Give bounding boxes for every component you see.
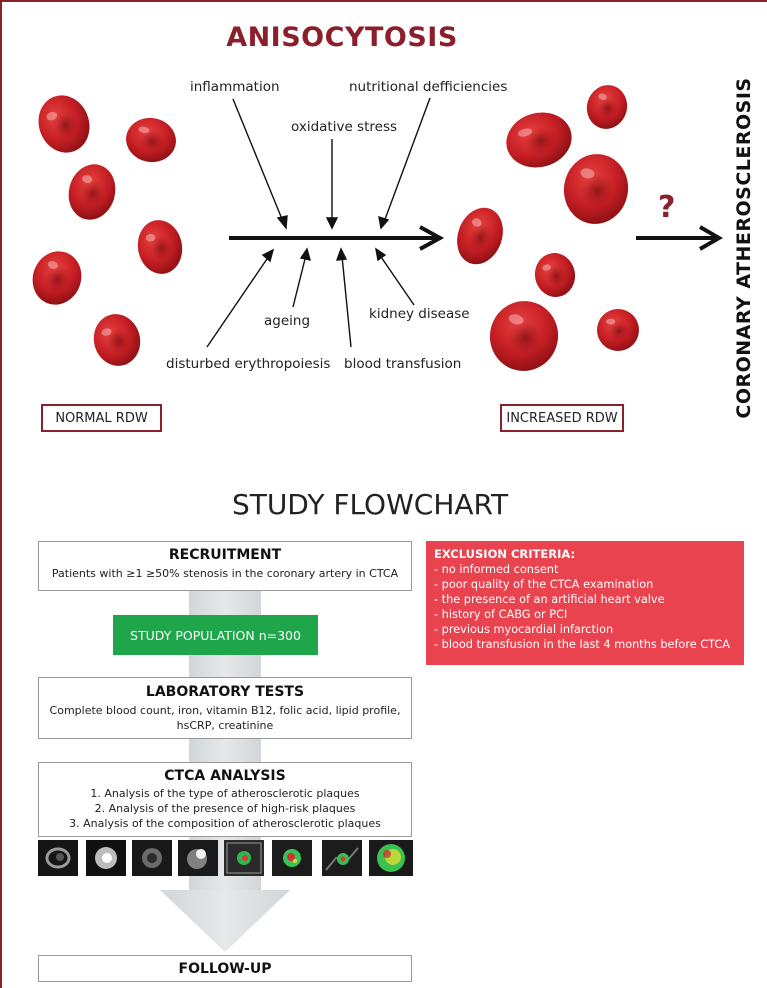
ct-scan-image [369, 840, 413, 876]
factor-ageing: ageing [264, 313, 311, 329]
ct-scan-image [322, 840, 362, 876]
ct-scan-image [224, 840, 264, 876]
outcome-arrow [636, 225, 723, 251]
recruitment-heading: RECRUITMENT [168, 547, 282, 563]
exclusion-criteria-heading: EXCLUSION CRITERIA: [434, 547, 576, 561]
study-flowchart-title: STUDY FLOWCHART [231, 488, 509, 521]
ctca-item-2: 2. Analysis of the presence of high-risk… [94, 802, 356, 815]
exclusion-item: - history of CABG or PCI [434, 608, 568, 621]
exclusion-item: - no informed consent [434, 563, 559, 576]
red-blood-cell [137, 220, 183, 274]
factor-disturbed-erythropoiesis: disturbed erythropoiesis [166, 356, 331, 372]
arrow-nutritional [383, 97, 431, 223]
factor-inflammation: inflammation [190, 79, 280, 95]
red-blood-cells [32, 85, 639, 371]
study-population-box: STUDY POPULATION n=300 [113, 615, 318, 655]
arrow-kidney-disease [378, 253, 415, 306]
ct-scan-image [132, 840, 172, 876]
exclusion-item: - poor quality of the CTCA examination [434, 578, 654, 591]
ct-scan-image [38, 840, 78, 876]
factor-oxidative-stress: oxidative stress [291, 119, 398, 135]
normal-rdw-label: NORMAL RDW [41, 404, 162, 432]
red-blood-cell [489, 301, 559, 371]
main-arrow [229, 225, 445, 251]
exclusion-item: - blood transfusion in the last 4 months… [434, 638, 731, 651]
exclusion-criteria-list: - no informed consent - poor quality of … [434, 562, 736, 652]
factor-kidney-disease: kidney disease [369, 306, 470, 322]
ct-scan-image [178, 840, 218, 876]
ctca-item-3: 3. Analysis of the composition of athero… [69, 817, 381, 830]
follow-up-heading: FOLLOW-UP [178, 960, 272, 977]
exclusion-item: - previous myocardial infarction [434, 623, 614, 636]
red-blood-cell [93, 314, 141, 366]
follow-up-box: FOLLOW-UP [38, 955, 412, 982]
coronary-atherosclerosis-label: CORONARY ATHEROSCLEROSIS [733, 77, 755, 419]
laboratory-tests-heading: LABORATORY TESTS [145, 684, 305, 700]
recruitment-text: Patients with ≥1 ≥50% stenosis in the co… [51, 567, 399, 580]
flow-arrow-head [160, 890, 290, 952]
arrow-ageing [292, 254, 307, 308]
red-blood-cell [126, 117, 176, 163]
arrow-inflammation [232, 98, 285, 225]
red-blood-cell [68, 164, 116, 220]
arrow-blood-transfusion [341, 255, 352, 348]
red-blood-cell [32, 251, 82, 305]
red-blood-cell [38, 95, 90, 153]
question-mark: ? [658, 190, 676, 225]
ctca-analysis-heading: CTCA ANALYSIS [164, 768, 286, 784]
red-blood-cell [534, 253, 576, 297]
factor-arrows [206, 97, 431, 348]
arrow-disturbed-erythropoiesis [206, 255, 270, 348]
red-blood-cell [457, 207, 503, 265]
anisocytosis-title: ANISOCYTOSIS [226, 22, 458, 53]
factor-blood-transfusion: blood transfusion [344, 356, 462, 372]
red-blood-cell [586, 85, 628, 129]
exclusion-item: - the presence of an artificial heart va… [434, 593, 665, 606]
ctca-analysis-box: CTCA ANALYSIS 1. Analysis of the type of… [38, 762, 412, 837]
red-blood-cell [563, 154, 629, 224]
ct-scan-image [272, 840, 312, 876]
factor-nutritional-deficiencies: nutritional defficiencies [349, 79, 508, 95]
ct-scan-image [86, 840, 126, 876]
laboratory-tests-line1: Complete blood count, iron, vitamin B12,… [49, 704, 401, 717]
red-blood-cell [597, 309, 639, 351]
increased-rdw-label: INCREASED RDW [500, 404, 624, 432]
exclusion-criteria-box: EXCLUSION CRITERIA: - no informed consen… [426, 541, 744, 665]
ctca-item-1: 1. Analysis of the type of atherosclerot… [90, 787, 360, 800]
red-blood-cell [506, 112, 572, 168]
recruitment-box: RECRUITMENT Patients with ≥1 ≥50% stenos… [38, 541, 412, 591]
laboratory-tests-line2: hsCRP, creatinine [176, 719, 274, 732]
laboratory-tests-box: LABORATORY TESTS Complete blood count, i… [38, 677, 412, 739]
